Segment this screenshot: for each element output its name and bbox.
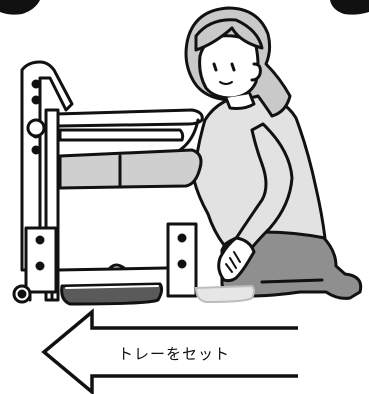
corner-shape-right: [330, 0, 369, 15]
tray-ghost: [196, 286, 254, 302]
hinge: [28, 120, 44, 136]
commode-chair: [14, 62, 202, 304]
arrow-caption: トレーをセット: [118, 343, 230, 364]
chair-armrest: [56, 110, 202, 126]
person-figure: [186, 8, 361, 298]
eye-right: [232, 64, 234, 70]
corner-shape-left: [0, 0, 40, 15]
chair-seat: [60, 150, 201, 188]
eye-left: [214, 64, 216, 70]
